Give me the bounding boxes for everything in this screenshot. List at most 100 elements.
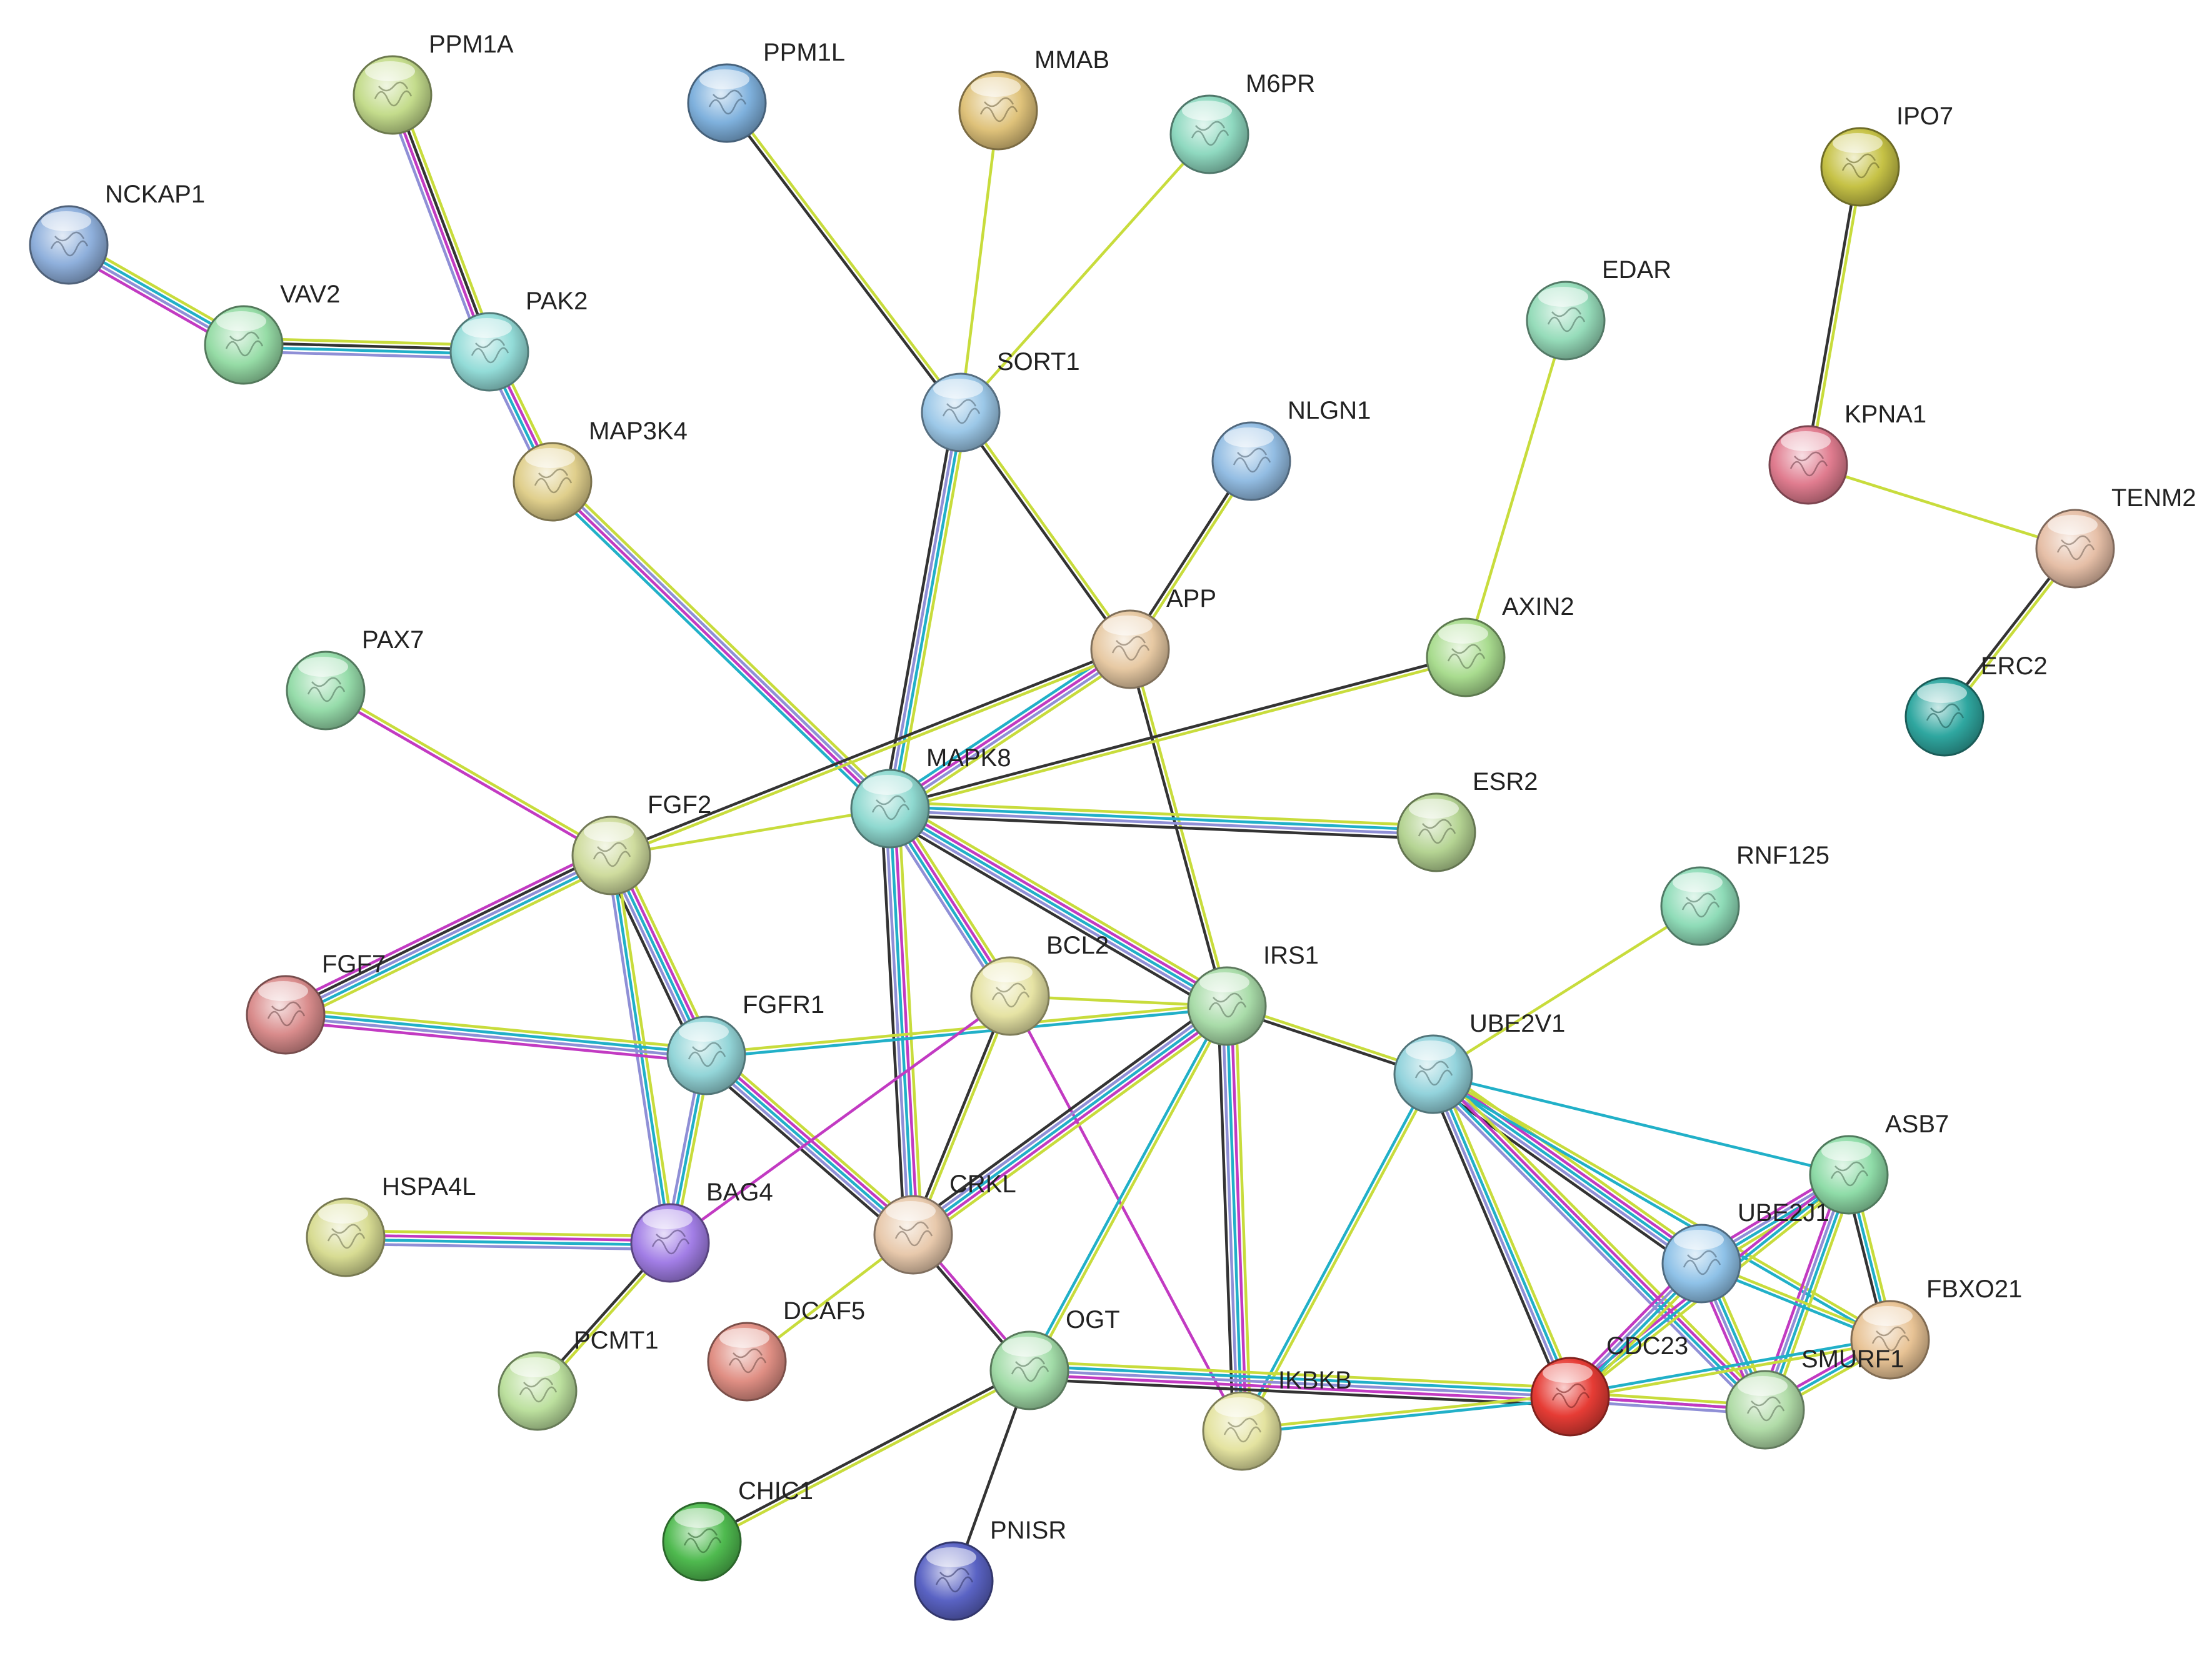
node-fgfr1[interactable]: FGFR1 [666,991,824,1095]
edge-ppm1a-pak2[interactable] [384,91,498,356]
protein-structure-icon [1871,1326,1910,1352]
edge-irs1-ikbkb[interactable] [1216,1004,1253,1433]
edge-axin2-mapk8[interactable] [888,654,1468,812]
node-fgf2[interactable]: FGF2 [571,791,711,895]
node-highlight [719,1328,769,1348]
edge-line-text [1433,1070,1893,1340]
node-highlight [1002,1337,1052,1357]
node-cdc23[interactable]: CDC23 [1530,1332,1688,1437]
protein-structure-icon [1447,644,1486,669]
protein-structure-icon [1789,451,1828,477]
node-highlight [1781,431,1831,451]
edge-kpna1-tenm2[interactable] [1806,463,2077,551]
node-fgf7[interactable]: FGF7 [246,950,386,1055]
node-ube2v1[interactable]: UBE2V1 [1393,1010,1565,1114]
node-label: FGFR1 [743,991,824,1019]
node-erc2[interactable]: ERC2 [1904,652,2048,757]
edge-line-text [288,862,617,1024]
edge-fgf2-fgf7[interactable] [280,846,617,1024]
node-crkl[interactable]: CRKL [873,1170,1016,1275]
edge-m6pr-sort1[interactable] [959,132,1211,414]
edge-mapk8-fgf2[interactable] [609,807,892,857]
protein-structure-icon [1233,447,1271,473]
edge-sort1-app[interactable] [957,409,1134,652]
edge-line-db [705,1007,1229,1059]
edge-ikbkb-cdc23[interactable] [1240,1393,1572,1435]
node-app[interactable]: APP [1090,585,1216,689]
node-chic1[interactable]: CHIC1 [662,1477,813,1582]
node-irs1[interactable]: IRS1 [1187,942,1319,1046]
node-ppm1l[interactable]: PPM1L [687,39,845,143]
node-m6pr[interactable]: M6PR [1169,70,1315,174]
edge-hspa4l-bag4[interactable] [344,1229,672,1251]
edge-vav2-pak2[interactable] [242,337,491,360]
node-label: AXIN2 [1502,593,1574,621]
node-hspa4l[interactable]: HSPA4L [306,1173,476,1277]
node-fbxo21[interactable]: FBXO21 [1850,1275,2022,1380]
edge-fgf7-fgfr1[interactable] [283,1007,709,1064]
edge-bcl2-bag4[interactable] [668,994,1012,1245]
edge-mapk8-irs1[interactable] [884,799,1233,1015]
node-sort1[interactable]: SORT1 [921,348,1080,452]
edge-app-fgf2[interactable] [609,646,1133,859]
node-mapk8[interactable]: MAPK8 [850,744,1011,849]
edge-mapk8-crkl[interactable] [879,806,924,1237]
edge-line-pathway [284,1015,708,1059]
node-ipo7[interactable]: IPO7 [1820,102,1953,207]
edge-fgfr1-crkl[interactable] [699,1047,921,1243]
edge-ogt-chic1[interactable] [699,1367,1032,1545]
node-bcl2[interactable]: BCL2 [970,932,1109,1036]
edge-irs1-crkl[interactable] [906,997,1234,1244]
edge-edar-axin2[interactable] [1464,319,1568,659]
edge-bcl2-crkl[interactable] [909,994,1014,1237]
edge-fbxo21-cdc23[interactable] [1568,1336,1892,1400]
node-dcaf5[interactable]: DCAF5 [707,1297,865,1402]
node-tenm2[interactable]: TENM2 [2035,484,2196,589]
node-nckap1[interactable]: NCKAP1 [29,181,205,285]
node-rnf125[interactable]: RNF125 [1660,842,1829,946]
node-label: OGT [1066,1306,1120,1334]
edge-pax7-fgf2[interactable] [323,687,614,859]
edge-ipo7-kpna1[interactable] [1804,165,1864,467]
node-pax7[interactable]: PAX7 [286,626,424,731]
edge-line-text [344,1229,672,1238]
protein-structure-icon [327,1224,366,1249]
edge-ube2v1-asb7[interactable] [1431,1072,1851,1177]
node-ogt[interactable]: OGT [989,1306,1120,1410]
edge-ube2v1-cdc23[interactable] [1426,1070,1578,1401]
node-edar[interactable]: EDAR [1526,256,1671,361]
node-ube2j1[interactable]: UBE2J1 [1661,1199,1829,1304]
node-map3k4[interactable]: MAP3K4 [513,417,688,522]
edge-map3k4-mapk8[interactable] [546,476,896,815]
edge-line-pathway [1028,1369,1572,1399]
node-pak2[interactable]: PAK2 [449,287,588,392]
node-esr2[interactable]: ESR2 [1396,768,1538,872]
node-vav2[interactable]: VAV2 [204,281,340,385]
node-axin2[interactable]: AXIN2 [1426,593,1574,697]
edge-ube2v1-smurf1[interactable] [1427,1068,1771,1416]
edge-mapk8-esr2[interactable] [888,801,1438,840]
edge-irs1-ogt[interactable] [1026,1004,1231,1373]
edge-ogt-cdc23[interactable] [1028,1360,1572,1407]
edge-ppm1l-sort1[interactable] [723,100,964,416]
node-asb7[interactable]: ASB7 [1809,1110,1949,1215]
edge-asb7-smurf1[interactable] [1757,1171,1857,1414]
node-smurf1[interactable]: SMURF1 [1725,1345,1904,1450]
node-label: IRS1 [1263,942,1319,969]
node-pnisr[interactable]: PNISR [914,1517,1066,1621]
edge-mmab-sort1[interactable] [959,109,1000,414]
node-nlgn1[interactable]: NLGN1 [1211,397,1371,501]
edge-bcl2-ikbkb[interactable] [1008,994,1244,1433]
node-ikbkb[interactable]: IKBKB [1202,1367,1352,1471]
edge-line-pathway [909,1001,1226,1233]
node-ppm1a[interactable]: PPM1A [353,31,514,135]
node-mmab[interactable]: MMAB [958,46,1109,151]
edge-line-pathway [1427,1077,1762,1416]
edge-line-pathway [284,854,613,1017]
node-pcmt1[interactable]: PCMT1 [498,1327,659,1431]
node-bag4[interactable]: BAG4 [630,1179,773,1283]
node-kpna1[interactable]: KPNA1 [1768,401,1926,505]
node-highlight [1103,616,1153,636]
edge-rnf125-ube2v1[interactable] [1431,904,1702,1076]
